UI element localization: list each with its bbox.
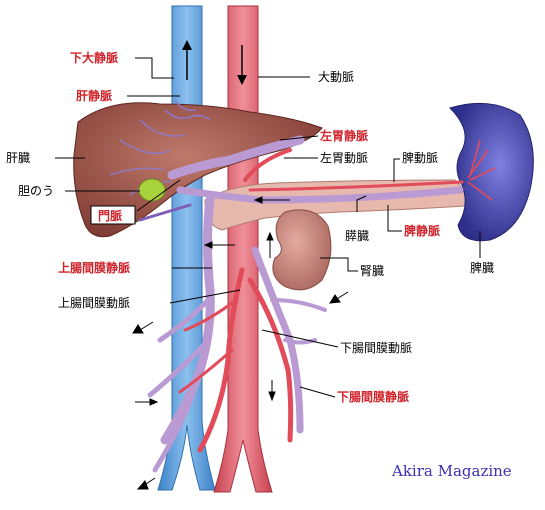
label-inferior-mesenteric-vein: 下腸間膜静脈 <box>337 389 409 404</box>
gallbladder-organ <box>138 178 166 202</box>
label-inferior-vena-cava: 下大静脈 <box>70 50 118 65</box>
label-splenic-vein: 脾静脈 <box>404 223 440 238</box>
label-hepatic-vein: 肝静脈 <box>76 88 112 103</box>
label-left-gastric-artery: 左胃動脈 <box>320 150 368 165</box>
label-superior-mesenteric-vein: 上腸間膜静脈 <box>58 260 130 275</box>
flow-arrows <box>132 196 349 490</box>
label-splenic-artery: 脾動脈 <box>402 150 438 165</box>
label-kidney: 腎臓 <box>360 264 384 278</box>
label-left-gastric-vein: 左胃静脈 <box>319 128 368 143</box>
label-aorta: 大動脈 <box>318 70 354 84</box>
label-inferior-mesenteric-artery: 下腸間膜動脈 <box>340 341 412 355</box>
spleen-organ <box>449 102 534 242</box>
portal-vein-label-box <box>90 205 136 225</box>
leader-lines <box>55 57 481 398</box>
label-superior-mesenteric-artery: 上腸間膜動脈 <box>58 296 130 310</box>
kidney-organ <box>272 209 332 291</box>
label-spleen: 脾臓 <box>470 260 494 275</box>
labels: 下大静脈 肝静脈 大動脈 左胃静脈 左胃動脈 脾動脈 肝臓 胆のう 門脈 膵臓 … <box>6 50 512 480</box>
label-portal-vein: 門脈 <box>98 208 122 223</box>
label-liver: 肝臓 <box>6 151 30 165</box>
label-pancreas: 膵臓 <box>345 229 369 243</box>
label-gallbladder: 胆のう <box>18 184 54 198</box>
arterial-branches <box>178 148 464 453</box>
aorta-vessel <box>213 5 273 493</box>
credit-text: Akira Magazine <box>391 462 512 480</box>
